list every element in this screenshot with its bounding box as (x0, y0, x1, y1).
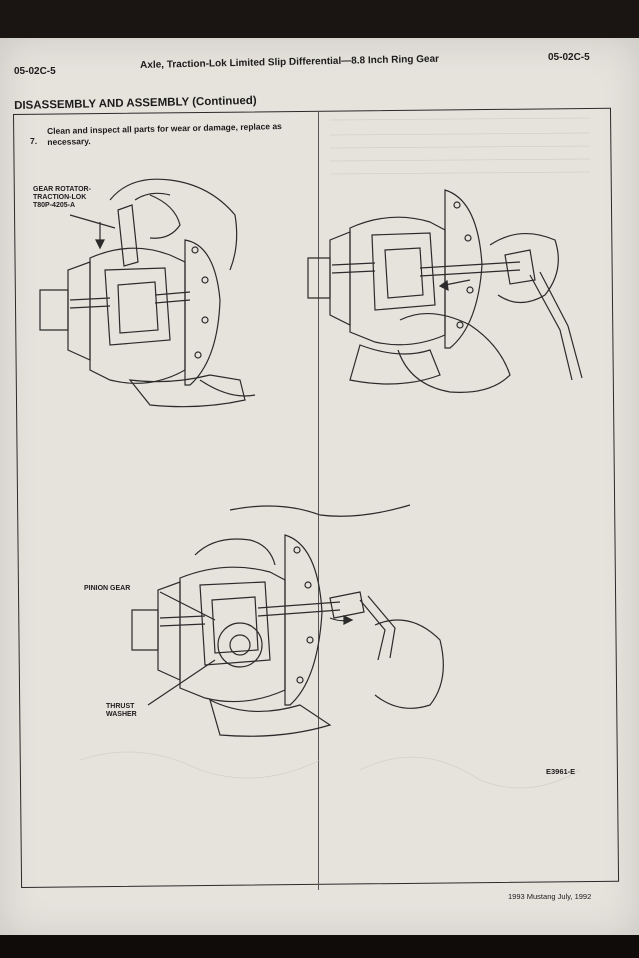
manual-page (0, 38, 639, 938)
thrust-washer-label-line2: WASHER (106, 711, 137, 718)
reverse-page-bleed (79, 117, 591, 789)
pinion-gear-label: PINION GEAR (84, 585, 131, 592)
page-code-left: 05-02C-5 (14, 66, 56, 77)
gear-rotator-label: GEAR ROTATOR- TRACTION-LOK T80P-4205-A (33, 186, 91, 210)
figure-1-differential (39, 178, 256, 408)
gear-rotator-label-line1: GEAR ROTATOR- (33, 186, 91, 193)
page-footer: 1993 Mustang July, 1992 (508, 892, 592, 901)
figure-code: E3961-E (546, 767, 576, 776)
page-code-right: 05-02C-5 (548, 52, 590, 63)
figure-2-differential (307, 189, 583, 393)
gear-rotator-label-line3: T80P-4205-A (33, 202, 76, 209)
thrust-washer-label: THRUST WASHER (106, 703, 137, 719)
step-number: 7. (30, 136, 38, 146)
figure-3-differential (131, 504, 444, 737)
desk-surface (0, 935, 639, 958)
gear-rotator-label-line2: TRACTION-LOK (33, 194, 87, 201)
column-divider (318, 112, 319, 890)
tool-leader-line (69, 214, 116, 229)
thrust-washer-label-line1: THRUST (106, 703, 135, 710)
